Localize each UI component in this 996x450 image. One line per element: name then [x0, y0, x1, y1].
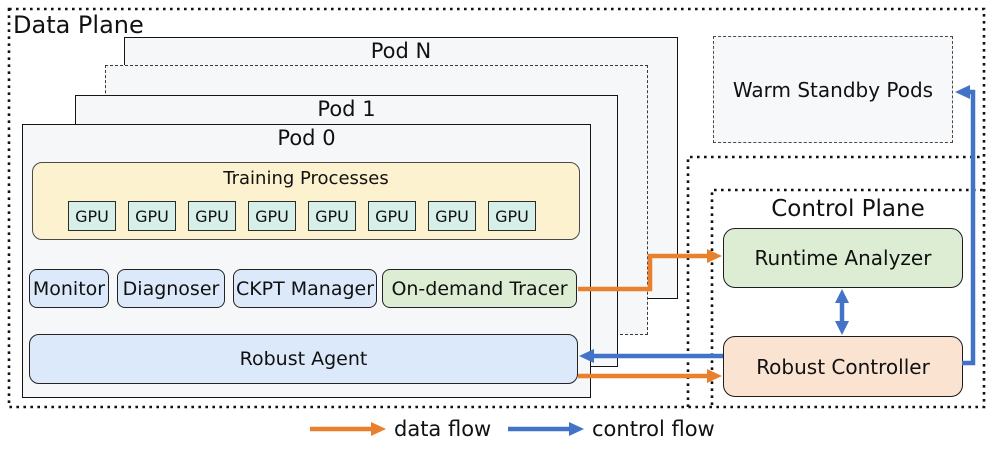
- warm-standby-pods-box: Warm Standby Pods: [713, 36, 953, 143]
- warm-standby-pods-label: Warm Standby Pods: [732, 77, 934, 102]
- gpu-box: GPU: [188, 201, 236, 231]
- data-flow-arrowhead: [707, 369, 722, 383]
- control-flow-controller-to-warm-standby: [962, 89, 976, 366]
- runtime-analyzer-box: Runtime Analyzer: [723, 228, 963, 288]
- gpu-box: GPU: [128, 201, 176, 231]
- control-plane-label: Control Plane: [771, 196, 925, 222]
- data-flow-arrowhead: [707, 249, 722, 263]
- robust-agent-box: Robust Agent: [29, 334, 578, 384]
- on-demand-tracer-box: On-demand Tracer: [382, 269, 577, 308]
- legend-control-flow-arrowhead: [569, 422, 584, 436]
- monitor-box: Monitor: [29, 269, 109, 308]
- gpu-box: GPU: [308, 201, 356, 231]
- robust-controller-box: Robust Controller: [723, 336, 963, 397]
- control-flow-arrowhead: [835, 289, 849, 303]
- gpu-box: GPU: [248, 201, 296, 231]
- gpu-box: GPU: [488, 201, 536, 231]
- legend-data-flow-arrowhead: [371, 422, 386, 436]
- gpu-box: GPU: [428, 201, 476, 231]
- diagnoser-box: Diagnoser: [117, 269, 225, 308]
- pod-n-label: Pod N: [370, 39, 432, 63]
- training-processes-label: Training Processes: [223, 168, 389, 189]
- control-flow-arrowhead: [955, 85, 970, 99]
- control-flow-arrowhead: [835, 321, 849, 335]
- ckpt-manager-box: CKPT Manager: [233, 269, 377, 308]
- legend-data-flow-label: data flow: [394, 417, 492, 441]
- pod-1-label: Pod 1: [317, 97, 376, 121]
- legend-control-flow-label: control flow: [592, 417, 715, 441]
- gpu-box: GPU: [68, 201, 116, 231]
- gpu-box: GPU: [368, 201, 416, 231]
- pod-0-label: Pod 0: [277, 126, 336, 150]
- data-plane-label: Data Plane: [13, 11, 144, 39]
